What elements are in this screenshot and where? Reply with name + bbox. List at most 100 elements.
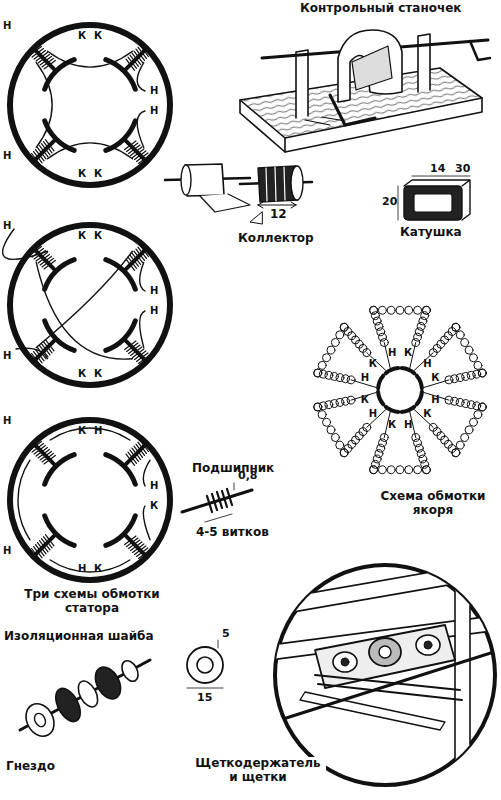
coil-loop <box>414 439 422 447</box>
coil-turn <box>139 550 150 558</box>
commutator-segment <box>386 407 399 412</box>
coil-loop <box>314 369 322 377</box>
coil-lead <box>367 353 386 371</box>
pole-shoe <box>106 455 136 485</box>
coil-loop <box>422 306 430 314</box>
stator-ring <box>10 25 170 185</box>
coil-loop <box>370 466 378 474</box>
wire-end-mark: Н <box>388 347 396 359</box>
wire-end-mark: К <box>94 230 102 242</box>
wire-end-mark: К <box>369 358 377 370</box>
winding-wire <box>18 428 150 572</box>
wire-end-mark: К <box>78 368 86 380</box>
pole-shoe <box>106 260 136 290</box>
coil-loop <box>405 466 413 474</box>
coil-loop <box>478 403 486 411</box>
wire-end-mark: Н <box>150 285 158 297</box>
coil-loop <box>319 370 327 378</box>
commutator-segment <box>378 376 383 389</box>
coil-loop <box>330 372 338 380</box>
part-label: Подшипник <box>192 462 274 476</box>
coil-loop <box>330 400 338 408</box>
pole-shoe <box>45 516 75 546</box>
wire-end-mark: Н <box>3 150 11 162</box>
coil-loop <box>370 466 378 474</box>
coil-loop <box>371 460 379 468</box>
wire-end-mark: Н <box>404 419 412 431</box>
wire-end-mark: Н <box>423 358 431 370</box>
coil-loop <box>327 346 335 354</box>
coil-loop <box>373 455 381 463</box>
test-stand <box>240 30 490 152</box>
coil-loop <box>461 339 469 347</box>
coil-loop <box>396 306 404 314</box>
coil-loop <box>474 361 482 369</box>
coil-loop <box>461 433 469 441</box>
coil-loop <box>378 306 386 314</box>
coil-loop <box>456 374 464 382</box>
wire-end-mark: Н <box>3 20 11 32</box>
part-label: 0,8 <box>238 470 258 483</box>
coil-loop <box>396 466 404 474</box>
wire-end-mark: К <box>150 500 158 512</box>
wire-end-mark: Н <box>3 545 11 557</box>
wire-end-mark: К <box>94 368 102 380</box>
part-label: 14 <box>430 163 445 176</box>
coil-loop <box>371 312 379 320</box>
part-label: 15 <box>197 692 212 705</box>
wire-end-mark: К <box>78 30 86 42</box>
wire-end-mark: Н <box>94 425 102 437</box>
part-label: Катушка <box>400 226 462 240</box>
pole-shoe <box>106 516 136 546</box>
insulating-washer <box>187 640 223 688</box>
coil-loop <box>319 402 327 410</box>
coil-turn <box>140 45 148 56</box>
coil-loop <box>375 322 383 330</box>
coil-loop <box>314 403 322 411</box>
coil-loop <box>375 450 383 458</box>
wire-end-mark: Н <box>150 85 158 97</box>
coil-loop <box>473 370 481 378</box>
coil-loop <box>415 444 423 452</box>
coil-loop <box>414 306 422 314</box>
wire-end-mark: К <box>94 30 102 42</box>
coil-turn <box>30 47 41 55</box>
commutator <box>240 166 312 224</box>
wire-end-mark: К <box>388 419 396 431</box>
coil-loop <box>462 372 470 380</box>
commutator-segment <box>378 392 383 405</box>
part-label: Изоляционная шайба <box>4 630 154 644</box>
coil-loop <box>478 403 486 411</box>
coil-loop <box>318 361 326 369</box>
wire-end-mark: К <box>78 230 86 242</box>
winding-wire <box>3 229 145 359</box>
wire-end-mark: Н <box>361 372 369 384</box>
coil-turn <box>140 245 148 256</box>
coil-loop <box>325 371 333 379</box>
coil-loop <box>452 323 460 331</box>
coil-loop <box>422 306 430 314</box>
coil-loop <box>378 333 386 341</box>
coil-turn <box>139 155 150 163</box>
commutator-segment <box>417 376 422 389</box>
part-label: Контрольный станочек <box>300 2 461 16</box>
coil-loop <box>456 331 464 339</box>
coil-loop <box>422 466 430 474</box>
coil-loop <box>331 339 339 347</box>
part-label: Коллектор <box>238 232 314 246</box>
coil-loop <box>336 441 344 449</box>
part-label: 12 <box>270 208 287 222</box>
coil-loop <box>467 371 475 379</box>
coil-loop <box>387 306 395 314</box>
wire-end-mark: К <box>78 425 86 437</box>
winding-wire <box>36 51 145 158</box>
coil-loop <box>325 401 333 409</box>
coil-loop <box>421 460 429 468</box>
pole-shoe <box>45 260 75 290</box>
socket <box>20 658 150 741</box>
part-label: Гнездо <box>6 760 55 774</box>
coil-loop <box>370 306 378 314</box>
coil-turn <box>32 354 40 365</box>
wire-end-mark: К <box>431 372 439 384</box>
